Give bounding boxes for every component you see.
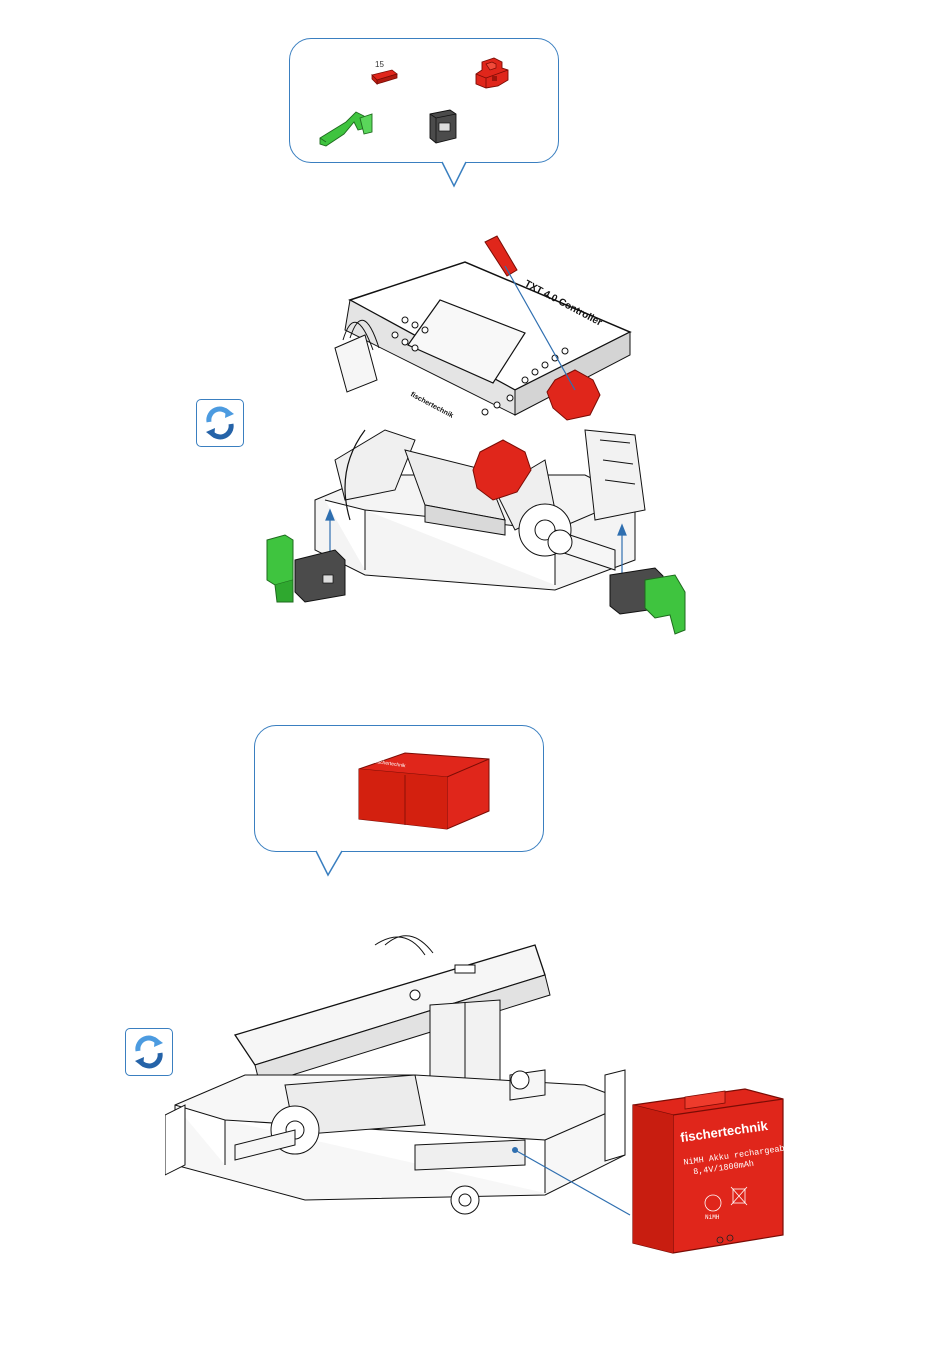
callout-pointer-step1 <box>440 160 470 188</box>
red-strut-part <box>368 67 400 85</box>
red-cross-block-part <box>472 56 514 92</box>
callout-pointer-step2 <box>312 849 346 877</box>
rotate-model-icon <box>196 399 244 447</box>
model-assembly-step1 <box>255 230 720 660</box>
dark-block-part <box>424 108 460 146</box>
battery-pack-part: fischertechnik <box>355 745 495 835</box>
battery-chem-label: NiMH <box>705 1214 719 1221</box>
green-clip-part <box>316 108 376 148</box>
red-strut-on-model <box>485 236 517 276</box>
model-assembly-step2 <box>165 925 635 1225</box>
